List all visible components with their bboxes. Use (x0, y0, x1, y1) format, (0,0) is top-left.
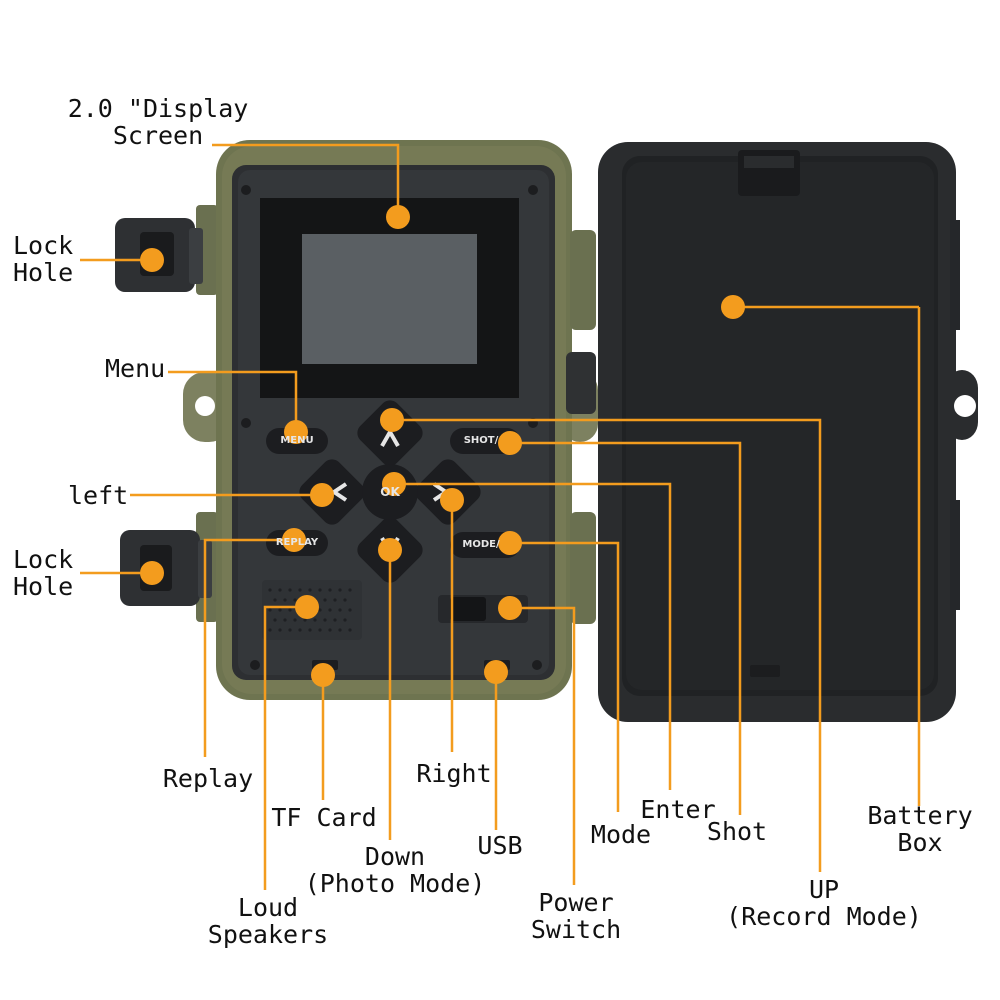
shot-button[interactable]: SHOT/ (463, 435, 499, 446)
power-switch-dot (498, 596, 522, 620)
usb-label: USB (477, 831, 523, 860)
leader-lines (80, 143, 921, 890)
tf-card-label: TF Card (271, 803, 377, 832)
battery-box-dot (721, 295, 745, 319)
tf-card-dot (311, 663, 335, 687)
left-label: left (68, 481, 129, 510)
battery-door (598, 142, 978, 722)
down-button-dot (378, 538, 402, 562)
ok-button[interactable]: OK (380, 485, 400, 499)
display-screen-dot (386, 205, 410, 229)
speaker-dot (295, 595, 319, 619)
mode-button[interactable]: MODE/ (462, 539, 500, 550)
up-button-dot (380, 408, 404, 432)
shot-button-dot (498, 431, 522, 455)
lock-hole-top-dot (140, 248, 164, 272)
menu-button[interactable]: MENU (280, 435, 314, 446)
ok-button-dot (382, 472, 406, 496)
menu-button-dot (284, 420, 308, 444)
door-hinges (566, 230, 596, 624)
lock-latch-bottom (120, 530, 212, 606)
usb-dot (484, 660, 508, 684)
enter-label: Enter (640, 795, 716, 824)
shot-label: Shot (706, 817, 768, 846)
mode-button-dot (498, 531, 522, 555)
right-button-dot (440, 488, 464, 512)
up-label: UP(Record Mode) (726, 875, 922, 931)
menu-label: Menu (105, 354, 166, 383)
down-label: Down(Photo Mode) (304, 842, 486, 898)
left-button-dot (310, 483, 334, 507)
replay-button-dot (282, 528, 306, 552)
right-label: Right (416, 759, 492, 788)
replay-label: Replay (162, 764, 254, 793)
replay-button[interactable]: REPLAY (275, 537, 319, 548)
mode-label: Mode (590, 820, 652, 849)
lock-hole-bottom-dot (140, 561, 164, 585)
